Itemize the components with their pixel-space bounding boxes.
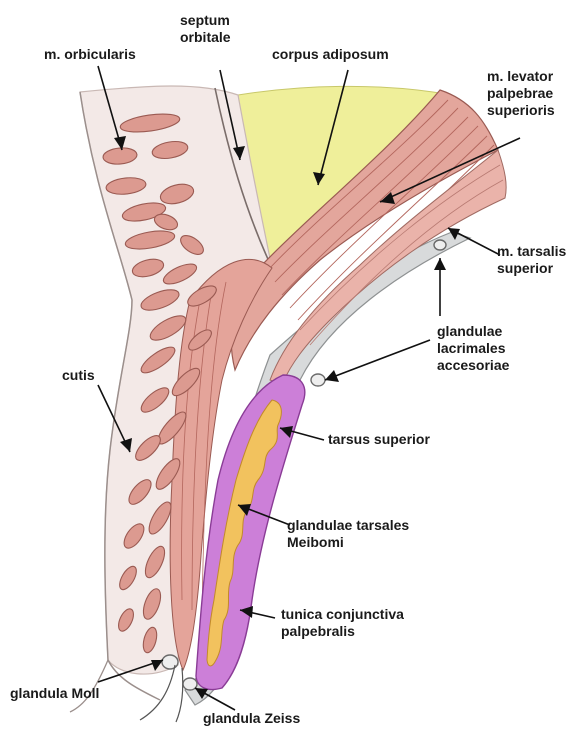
label-glandula-moll: glandula Moll [10, 685, 99, 702]
label-septum-orbitale: septum orbitale [180, 12, 231, 46]
leader-glandulae-lacrimales-lower [325, 340, 430, 380]
glandula-lacrimalis-gland [311, 374, 325, 386]
label-glandula-zeiss: glandula Zeiss [203, 710, 300, 727]
label-tarsus-superior: tarsus superior [328, 431, 430, 448]
label-corpus-adiposum: corpus adiposum [272, 46, 389, 63]
label-m-levator: m. levator palpebrae superioris [487, 68, 555, 119]
label-m-orbicularis: m. orbicularis [44, 46, 136, 63]
label-glandulae-lacrimales: glandulae lacrimales accesoriae [437, 323, 509, 374]
label-tunica-conjunctiva: tunica conjunctiva palpebralis [281, 606, 404, 640]
glandula-moll-gland [162, 655, 178, 669]
glandula-lacrimalis-gland [434, 240, 446, 250]
label-m-tarsalis: m. tarsalis superior [497, 243, 566, 277]
label-cutis: cutis [62, 367, 95, 384]
label-glandulae-tarsales: glandulae tarsales Meibomi [287, 517, 409, 551]
arrowhead [434, 258, 446, 270]
